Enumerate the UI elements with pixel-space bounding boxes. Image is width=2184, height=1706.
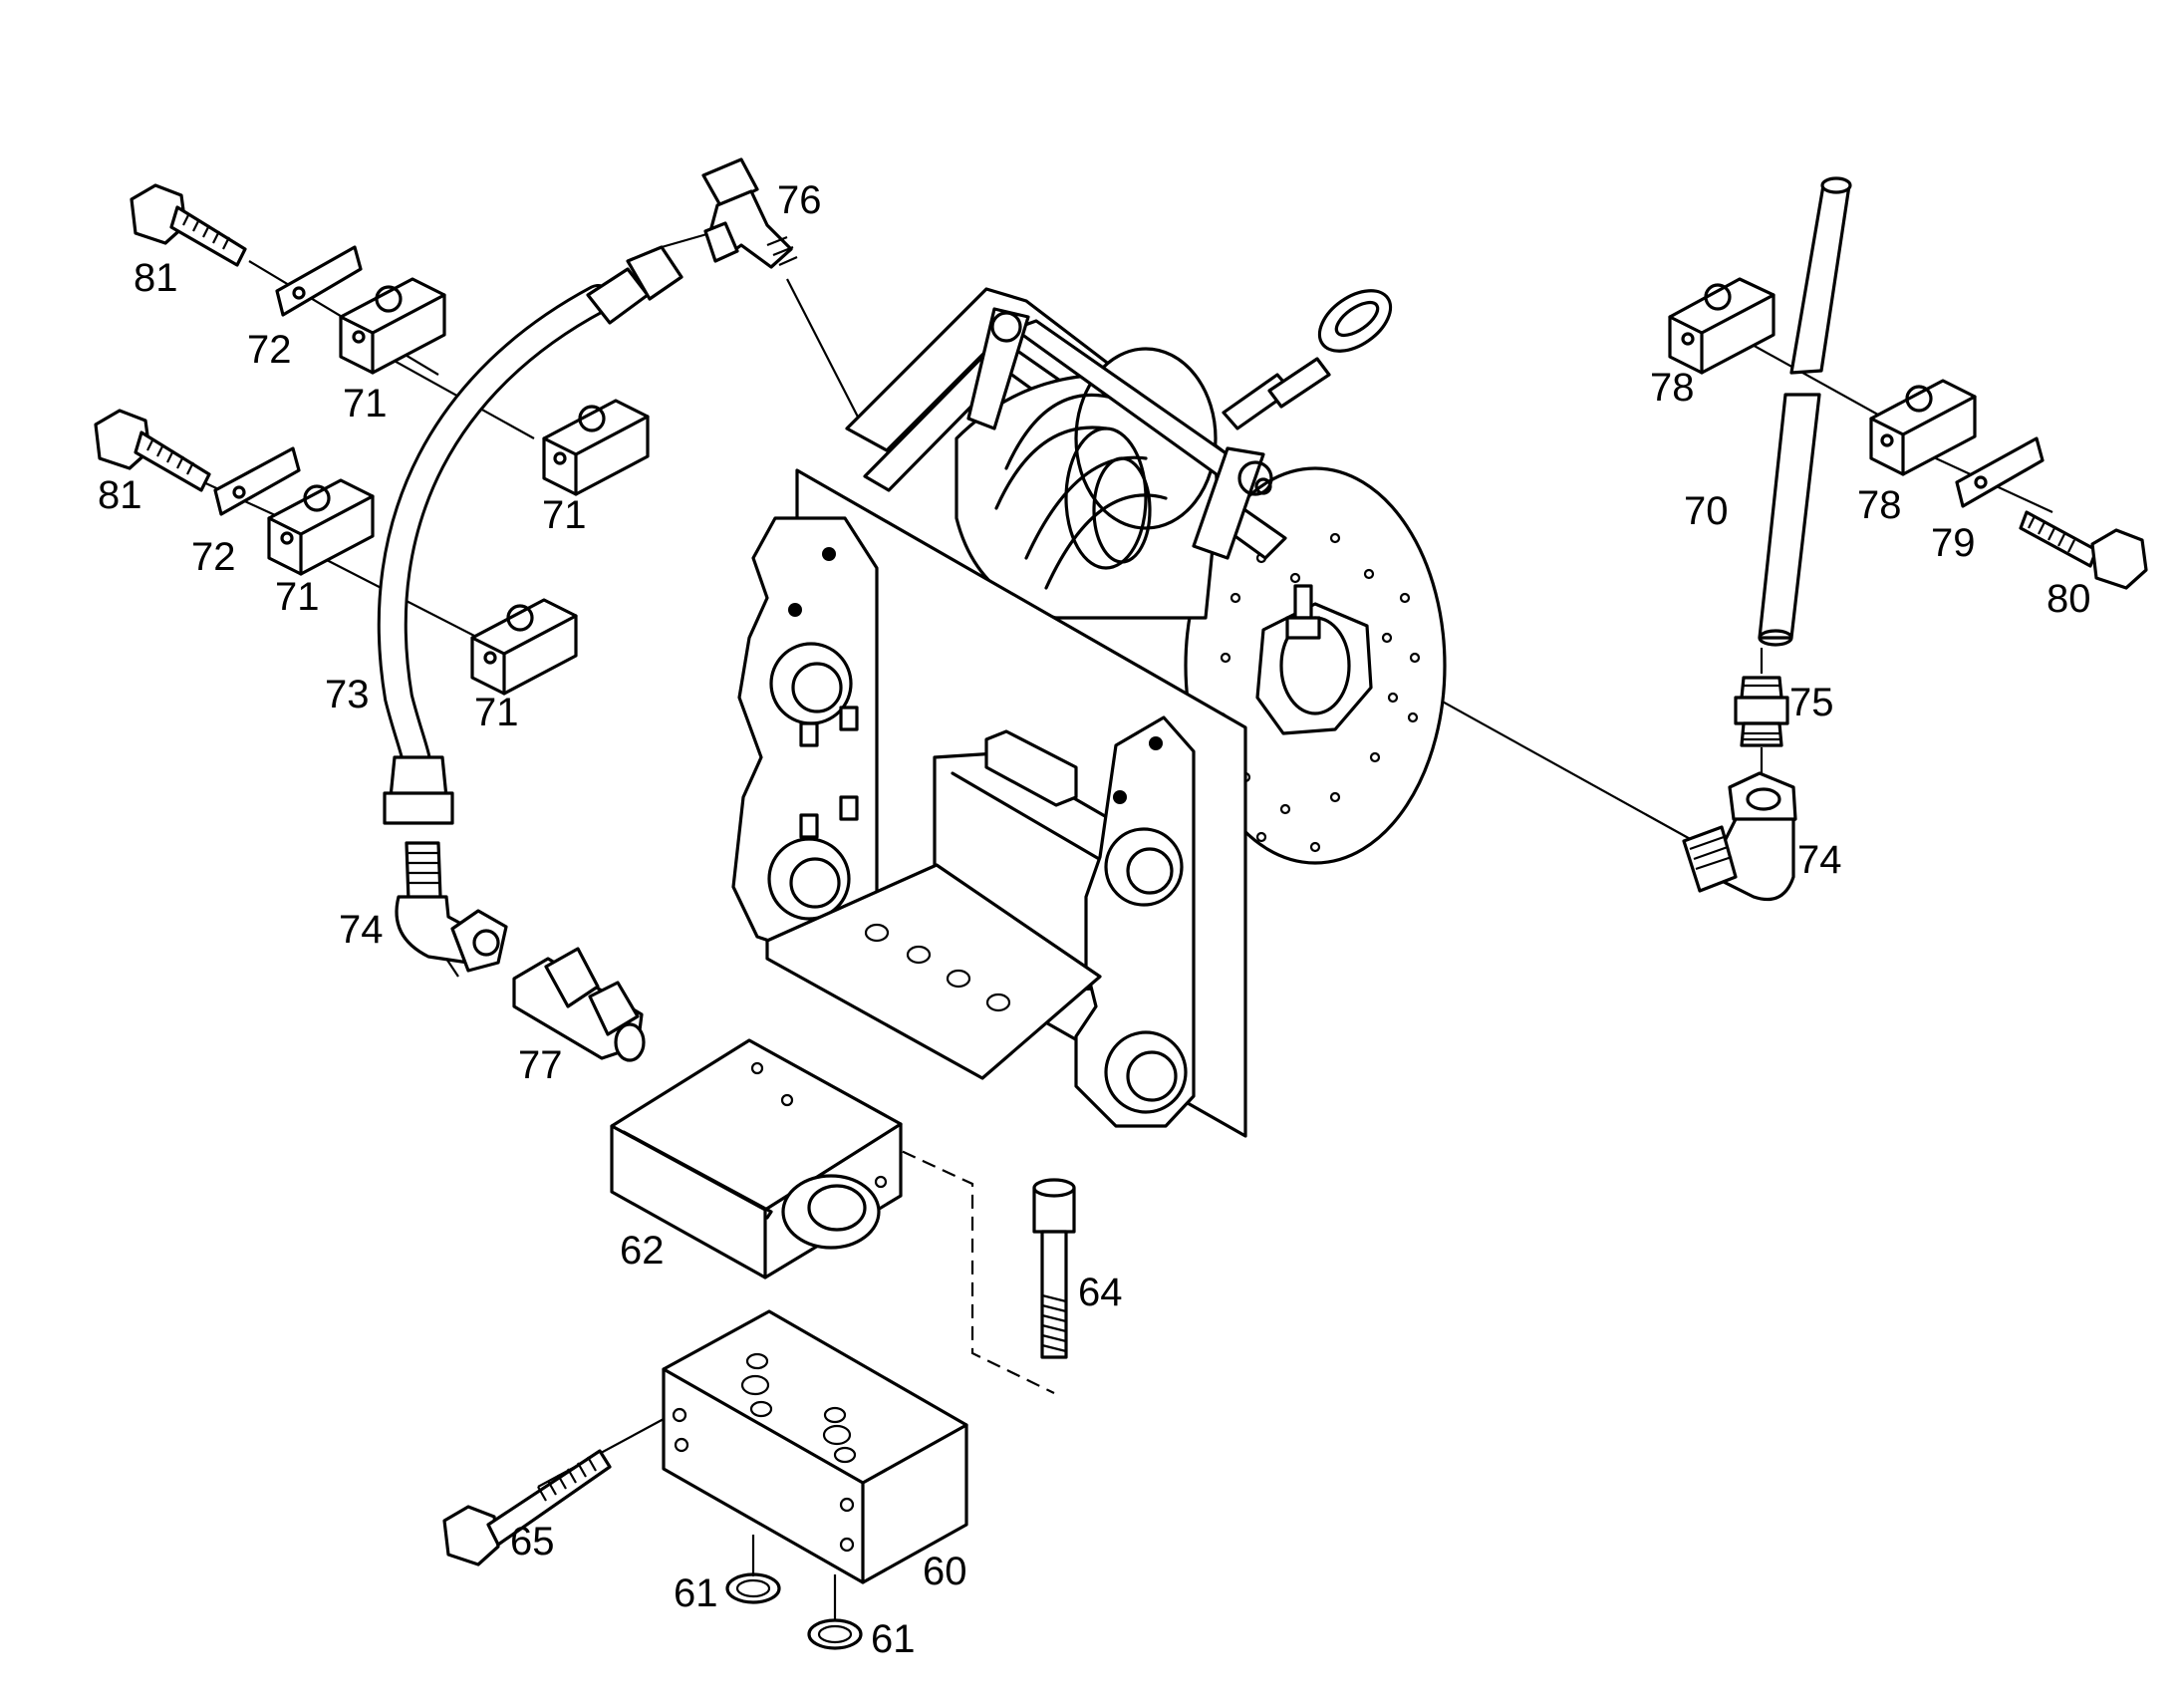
plate-72-upper [275,245,363,317]
hose-73 [377,245,683,825]
callout-74-right: 74 [1797,838,1842,882]
clamp-78-upper [1668,277,1775,375]
bolt-65 [442,1449,612,1566]
bolt-80 [2019,510,2148,590]
callout-81-upper: 81 [134,256,178,300]
callout-71-c: 71 [275,575,320,619]
clamp-71-a [339,277,446,375]
bolt-81-lower [94,409,211,492]
callout-75: 75 [1789,681,1834,724]
elbow-74-left [395,841,508,973]
callout-77: 77 [518,1043,563,1087]
plate-79 [1955,436,2045,508]
clamp-71-d [470,598,578,696]
callout-65: 65 [510,1520,555,1564]
adapter-77 [512,947,646,1062]
bolt-81-upper [130,183,247,267]
callout-78-lower: 78 [1857,483,1902,527]
callout-71-a: 71 [343,382,388,426]
block-62 [610,1038,903,1280]
callout-70: 70 [1684,489,1729,533]
plate-72-lower [213,446,301,516]
callout-64: 64 [1078,1271,1123,1314]
clamp-78-lower [1869,379,1977,476]
callout-74-left: 74 [339,908,384,952]
elbow-74-right [1682,771,1797,902]
callout-72-lower: 72 [191,535,236,579]
callout-60: 60 [923,1550,967,1593]
callout-79: 79 [1931,521,1976,565]
block-60 [662,1309,968,1584]
callout-80: 80 [2047,577,2091,621]
callout-78-upper: 78 [1650,366,1695,410]
callout-61-b: 61 [871,1617,916,1661]
callout-61-a: 61 [674,1571,718,1615]
screw-64 [1032,1178,1076,1359]
callout-81-lower: 81 [98,473,142,517]
callout-71-b: 71 [542,493,587,537]
callout-72-upper: 72 [247,328,292,372]
winch-assembly [731,287,1447,1138]
tube-70 [1758,176,1852,647]
clamp-71-c [267,478,375,576]
callout-73: 73 [325,673,370,716]
callout-62: 62 [620,1229,665,1273]
nipple-75 [1734,676,1789,747]
callout-71-d: 71 [474,691,519,734]
o-ring-61-a [725,1572,781,1604]
clamp-71-b [542,399,650,496]
tee-fitting-76 [701,157,798,269]
o-ring-61-b [807,1618,863,1650]
callout-76: 76 [777,178,822,222]
callout-labels: 81 72 71 71 81 72 71 73 71 76 74 77 78 7… [98,178,2091,1661]
